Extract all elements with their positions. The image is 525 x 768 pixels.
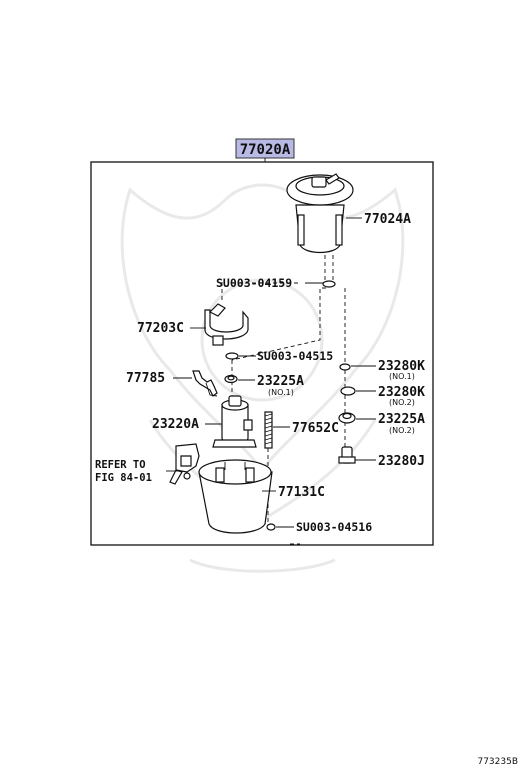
label-23225A-no1[interactable]: 23225A (257, 374, 304, 389)
part-77131C-cup (198, 459, 273, 534)
label-77652C[interactable]: 77652C (292, 421, 339, 436)
leader-lines (166, 217, 376, 528)
label-77131C[interactable]: 77131C (278, 485, 325, 500)
label-77203C[interactable]: 77203C (137, 321, 184, 336)
part-SU003-04516-screw (266, 523, 276, 531)
part-77785-clip (192, 370, 218, 397)
label-23225A-no2-sub: (NO.2) (389, 426, 415, 435)
assembly-part-number[interactable]: 77020A (240, 142, 291, 158)
label-refer-line1[interactable]: REFER TO (95, 459, 146, 471)
part-23220A-pump (212, 395, 257, 448)
label-77785[interactable]: 77785 (126, 371, 165, 386)
part-connector-bracket (169, 443, 200, 485)
label-77024A[interactable]: 77024A (364, 212, 411, 227)
label-23220A[interactable]: 23220A (152, 417, 199, 432)
part-23225A-no1 (224, 374, 238, 384)
part-23280K-no2 (340, 386, 356, 396)
part-SU003-04515-ring (225, 352, 239, 360)
figure-code: 773235B (477, 757, 518, 767)
label-23280K-no1[interactable]: 23280K (378, 359, 425, 374)
part-23225A-no2 (338, 412, 356, 424)
label-23280K-no2-sub: (NO.2) (389, 398, 415, 407)
part-77024A-gauge (286, 173, 354, 282)
label-SU003-04159[interactable]: SU003-04159 (216, 276, 292, 290)
label-23280K-no1-sub: (NO.1) (389, 372, 415, 381)
part-77203C-bracket (204, 303, 249, 346)
part-SU003-04159-washer (322, 280, 336, 288)
diagram-frame (90, 161, 434, 546)
label-SU003-04516[interactable]: SU003-04516 (296, 520, 372, 534)
label-SU003-04515[interactable]: SU003-04515 (257, 349, 333, 363)
label-23280K-no2[interactable]: 23280K (378, 385, 425, 400)
label-23280J[interactable]: 23280J (378, 454, 425, 469)
label-refer-line2[interactable]: FIG 84-01 (95, 472, 152, 484)
part-23280J-fitting (338, 446, 356, 464)
label-23225A-no2[interactable]: 23225A (378, 412, 425, 427)
part-23280K-no1 (339, 363, 351, 371)
label-23225A-no1-sub: (NO.1) (268, 388, 294, 397)
part-77652C-spring (264, 411, 273, 449)
